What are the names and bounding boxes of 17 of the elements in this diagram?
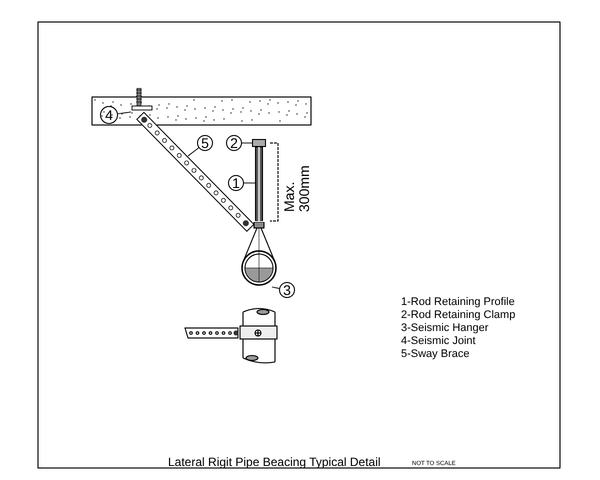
part-list-item: 5-Sway Brace bbox=[401, 348, 470, 360]
leader-line bbox=[118, 112, 132, 114]
part-list-item: 2-Rod Retaining Clamp bbox=[401, 309, 516, 321]
leader-line bbox=[272, 286, 280, 289]
leader-line bbox=[242, 142, 252, 144]
pipe-hanger-drawing bbox=[240, 222, 278, 287]
leader-line bbox=[244, 182, 256, 184]
callout-number: 3 bbox=[279, 282, 295, 298]
leader-line bbox=[188, 147, 200, 156]
dimension-text: Max. 300mm bbox=[282, 166, 312, 212]
drawing-title: Lateral Rigit Pipe Beacing Typical Detail bbox=[168, 455, 381, 469]
threaded-rod-drawing bbox=[255, 147, 263, 221]
rod-clamp bbox=[252, 139, 266, 147]
callout-number: 4 bbox=[100, 106, 118, 124]
part-list-item: 3-Seismic Hanger bbox=[401, 322, 488, 334]
part-list-item: 4-Seismic Joint bbox=[401, 335, 476, 347]
part-list-item: 1-Rod Retaining Profile bbox=[401, 296, 515, 308]
